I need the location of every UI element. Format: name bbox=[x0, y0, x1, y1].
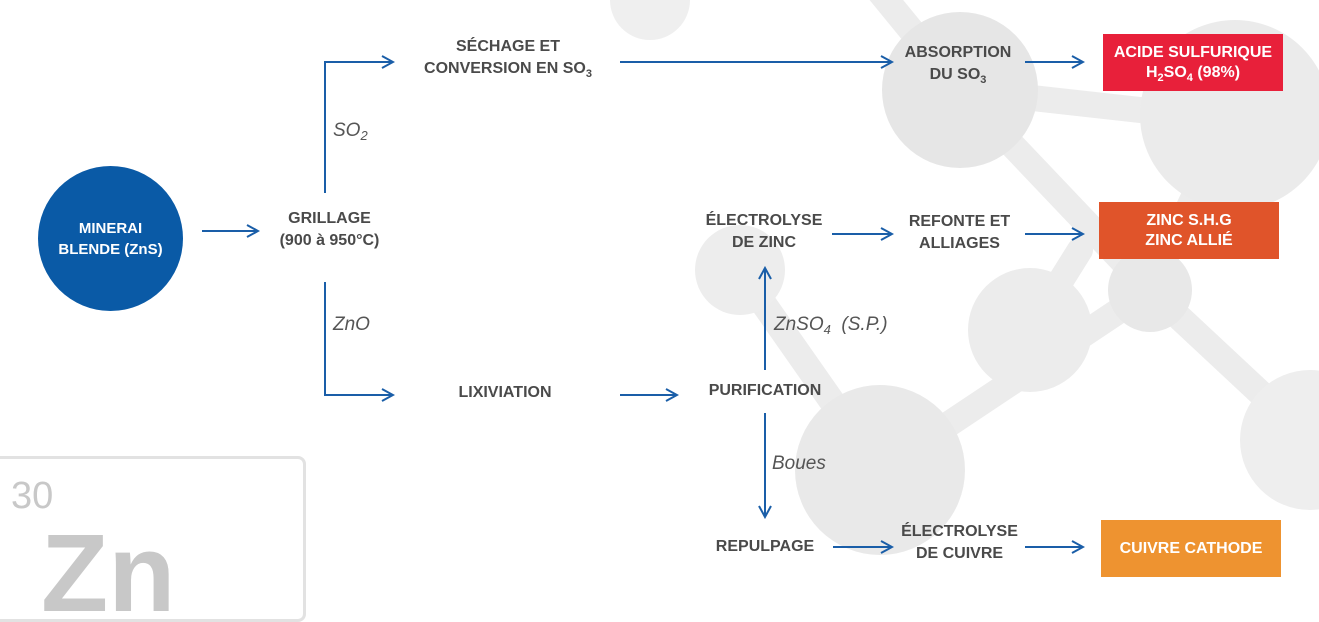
grillage-line2: (900 à 950°C) bbox=[279, 232, 380, 249]
cuivre-line1: CUIVRE CATHODE bbox=[1119, 539, 1263, 557]
grillage-node: GRILLAGE (900 à 950°C) bbox=[262, 208, 397, 252]
element-number: 30 bbox=[11, 475, 54, 517]
minerai-line1: MINERAI bbox=[78, 219, 143, 237]
grillage-line1: GRILLAGE bbox=[288, 210, 371, 227]
connectors bbox=[202, 0, 1319, 594]
repulpage-node: REPULPAGE bbox=[715, 538, 815, 555]
absorption-node: ABSORPTION DU SO3 bbox=[893, 42, 1023, 86]
arrow-grillage-lixiviation bbox=[324, 282, 393, 395]
so2-label: SO2 bbox=[333, 120, 368, 143]
lixiviation-node: LIXIVIATION bbox=[458, 384, 552, 401]
acide-sulfurique-box: ACIDE SULFURIQUE H2SO4 (98%) bbox=[1103, 34, 1283, 91]
znso4-label: ZnSO4 (S.P.) bbox=[774, 314, 888, 337]
acide-line1: ACIDE SULFURIQUE bbox=[1113, 43, 1273, 61]
zinc-shg-box: ZINC S.H.G ZINC ALLIÉ bbox=[1099, 202, 1279, 259]
zno-label: ZnO bbox=[333, 314, 370, 335]
zinc-line2: ZINC ALLIÉ bbox=[1145, 231, 1233, 249]
arrow-grillage-sechage bbox=[324, 62, 393, 193]
refonte-line2: ALLIAGES bbox=[919, 235, 1000, 252]
zinc-line1: ZINC S.H.G bbox=[1146, 211, 1232, 229]
acide-line2: H2SO4 (98%) bbox=[1145, 63, 1241, 84]
boues-label: Boues bbox=[772, 453, 826, 474]
purification-node: PURIFICATION bbox=[708, 382, 822, 399]
minerai-line2: BLENDE (ZnS) bbox=[58, 240, 163, 258]
refonte-line1: REFONTE ET bbox=[908, 213, 1011, 230]
refonte-node: REFONTE ET ALLIAGES bbox=[893, 211, 1026, 255]
electrolyse-zinc-node: ÉLECTROLYSE DE ZINC bbox=[694, 210, 834, 254]
absorption-line2: DU SO3 bbox=[929, 66, 987, 86]
sechage-line1: SÉCHAGE ET bbox=[455, 38, 560, 55]
absorption-line1: ABSORPTION bbox=[904, 44, 1012, 61]
minerai-blende-node: MINERAI BLENDE (ZnS) bbox=[38, 166, 183, 311]
cuivre-cathode-box: CUIVRE CATHODE bbox=[1101, 520, 1281, 577]
electrolyse-cuivre-line2: DE CUIVRE bbox=[915, 545, 1004, 562]
electrolyse-zinc-line2: DE ZINC bbox=[732, 234, 796, 251]
electrolyse-cuivre-line1: ÉLECTROLYSE bbox=[901, 523, 1018, 540]
sechage-node: SÉCHAGE ET CONVERSION EN SO3 bbox=[398, 36, 618, 80]
sechage-line2: CONVERSION EN SO3 bbox=[424, 60, 592, 80]
electrolyse-zinc-line1: ÉLECTROLYSE bbox=[705, 212, 823, 229]
electrolyse-cuivre-node: ÉLECTROLYSE DE CUIVRE bbox=[893, 521, 1026, 565]
